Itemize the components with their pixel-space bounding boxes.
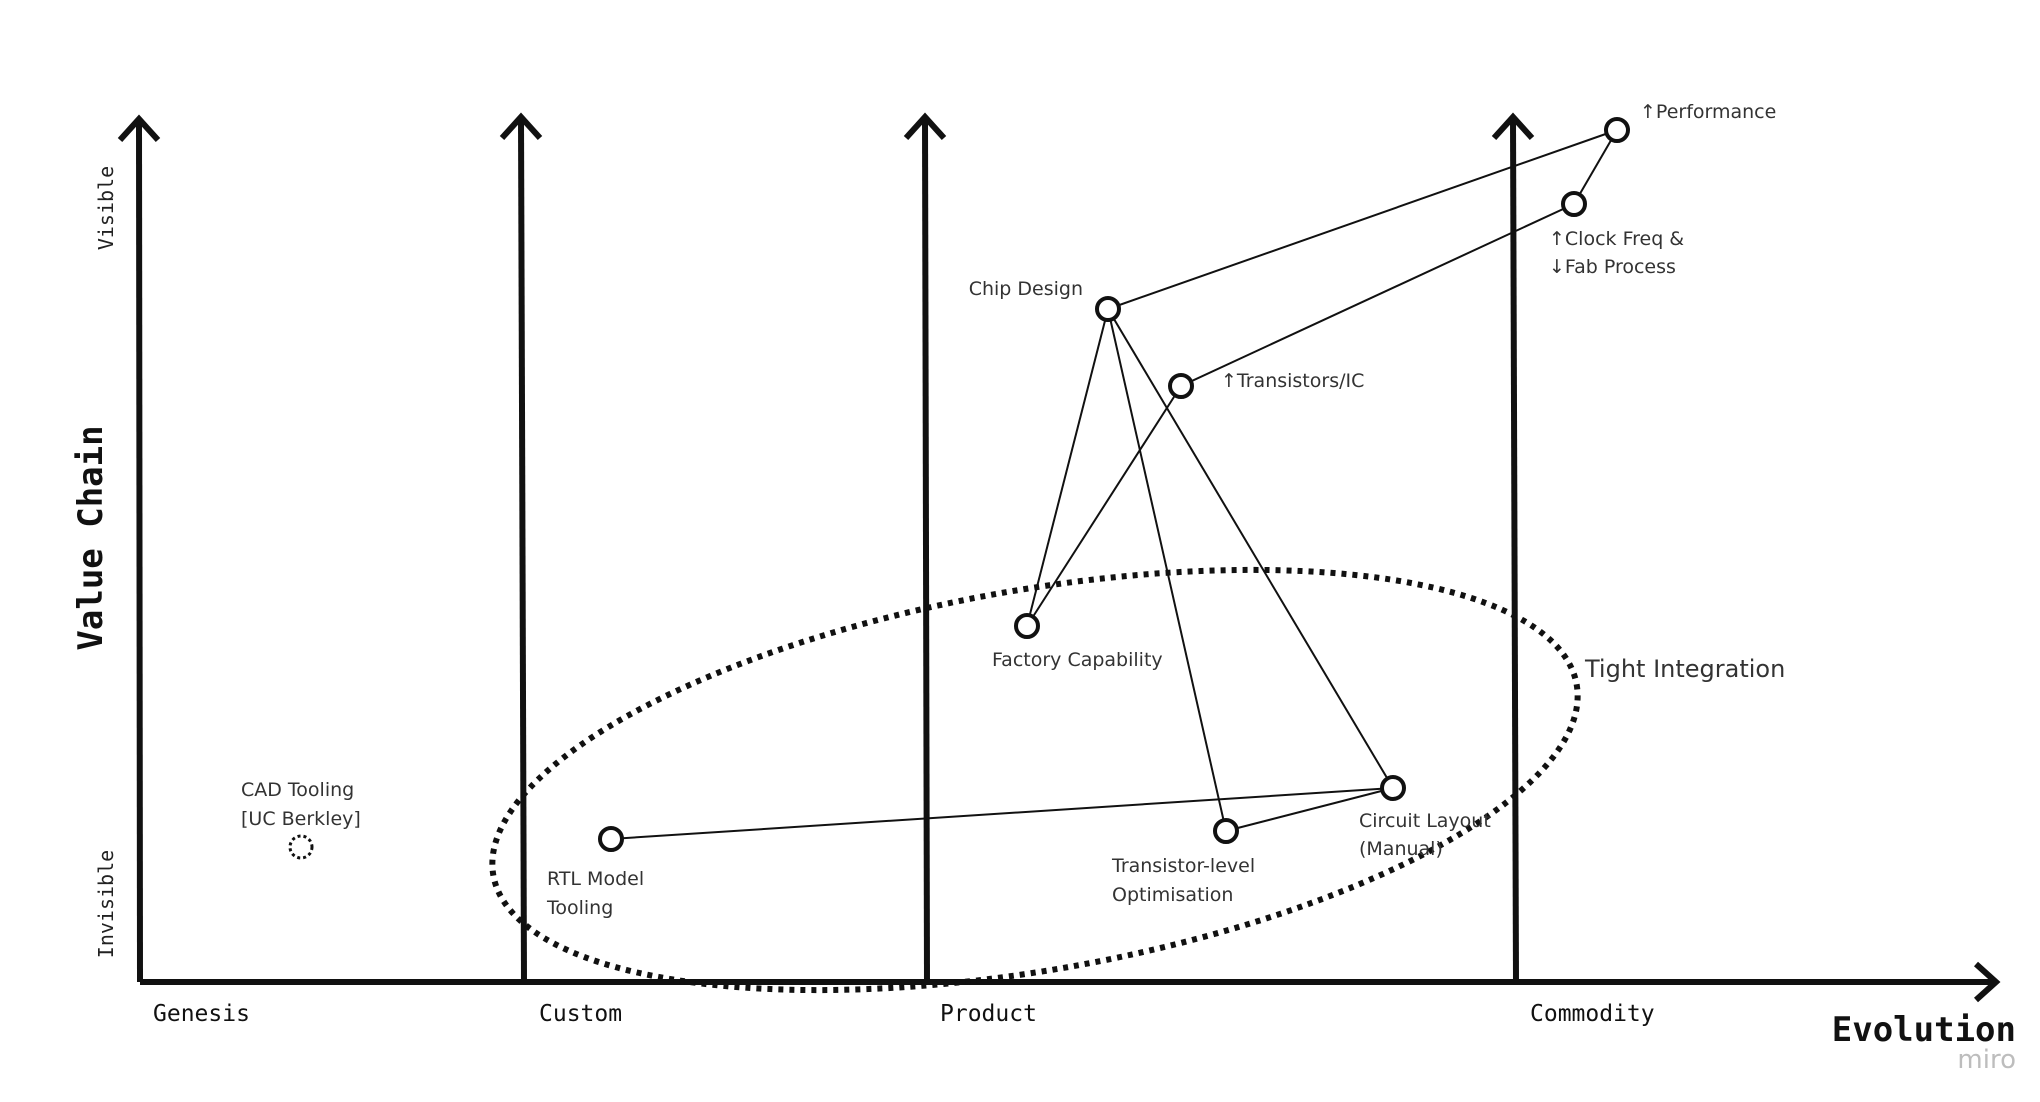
- factory-node[interactable]: [1014, 613, 1040, 639]
- stage-product: Product: [940, 1001, 1037, 1027]
- performance-label: ↑Performance: [1640, 101, 1776, 123]
- circuit-layout-label-line2: (Manual): [1359, 838, 1443, 860]
- tight-integration-ellipse: [489, 566, 1581, 994]
- commodity-axis-arrowhead: [1491, 112, 1535, 141]
- stage-commodity: Commodity: [1530, 1001, 1655, 1027]
- miro-watermark: miro: [1957, 1045, 2016, 1075]
- x-axis-arrowhead: [1973, 961, 2001, 1003]
- optimisation-node[interactable]: [1213, 818, 1239, 844]
- product-axis: [922, 119, 930, 983]
- y-axis-arrowhead: [117, 114, 161, 143]
- clock-node[interactable]: [1561, 191, 1587, 217]
- product-axis-arrowhead: [903, 112, 947, 141]
- commodity-axis: [1510, 119, 1519, 983]
- stage-axes: [117, 112, 2001, 1003]
- stage-labels: Genesis Custom Product Commodity: [153, 1001, 1655, 1027]
- circuit-layout-label-line1: Circuit Layout: [1359, 810, 1491, 832]
- cad-tooling-label-line1: CAD Tooling: [241, 779, 354, 801]
- stage-custom: Custom: [539, 1001, 622, 1027]
- rtl-node[interactable]: [598, 826, 624, 852]
- cad-tooling-label-line2: [UC Berkley]: [241, 808, 361, 830]
- transistors-node[interactable]: [1168, 373, 1194, 399]
- value-chain-label: Value Chain: [71, 425, 111, 650]
- factory-label: Factory Capability: [992, 649, 1163, 671]
- visible-label: Visible: [94, 166, 118, 250]
- optimisation-label-line2: Optimisation: [1112, 884, 1233, 906]
- transistors-label: ↑Transistors/IC: [1221, 370, 1364, 392]
- component-nodes: [288, 117, 1630, 860]
- custom-axis-arrowhead: [499, 112, 543, 141]
- invisible-label: Invisible: [94, 850, 118, 958]
- component-links: [610, 129, 1618, 840]
- performance-node[interactable]: [1604, 117, 1630, 143]
- evolution-label: Evolution: [1832, 1010, 2016, 1050]
- custom-axis: [518, 119, 527, 983]
- circuit-layout-node[interactable]: [1380, 775, 1406, 801]
- clock-label-line2: ↓Fab Process: [1549, 256, 1676, 278]
- optimisation-label-line1: Transistor-level: [1111, 855, 1255, 877]
- cad-tooling-node[interactable]: [288, 834, 314, 860]
- stage-genesis: Genesis: [153, 1001, 250, 1027]
- rtl-label-line1: RTL Model: [547, 868, 644, 890]
- y-axis: [136, 121, 143, 983]
- chip-design-label: Chip Design: [969, 278, 1083, 300]
- chip-design-node[interactable]: [1095, 296, 1121, 322]
- component-labels: ↑Performance ↑Clock Freq & ↓Fab Process …: [241, 101, 1776, 919]
- clock-label-line1: ↑Clock Freq &: [1549, 228, 1684, 250]
- rtl-label-line2: Tooling: [546, 897, 613, 919]
- tight-integration-label: Tight Integration: [1584, 655, 1785, 683]
